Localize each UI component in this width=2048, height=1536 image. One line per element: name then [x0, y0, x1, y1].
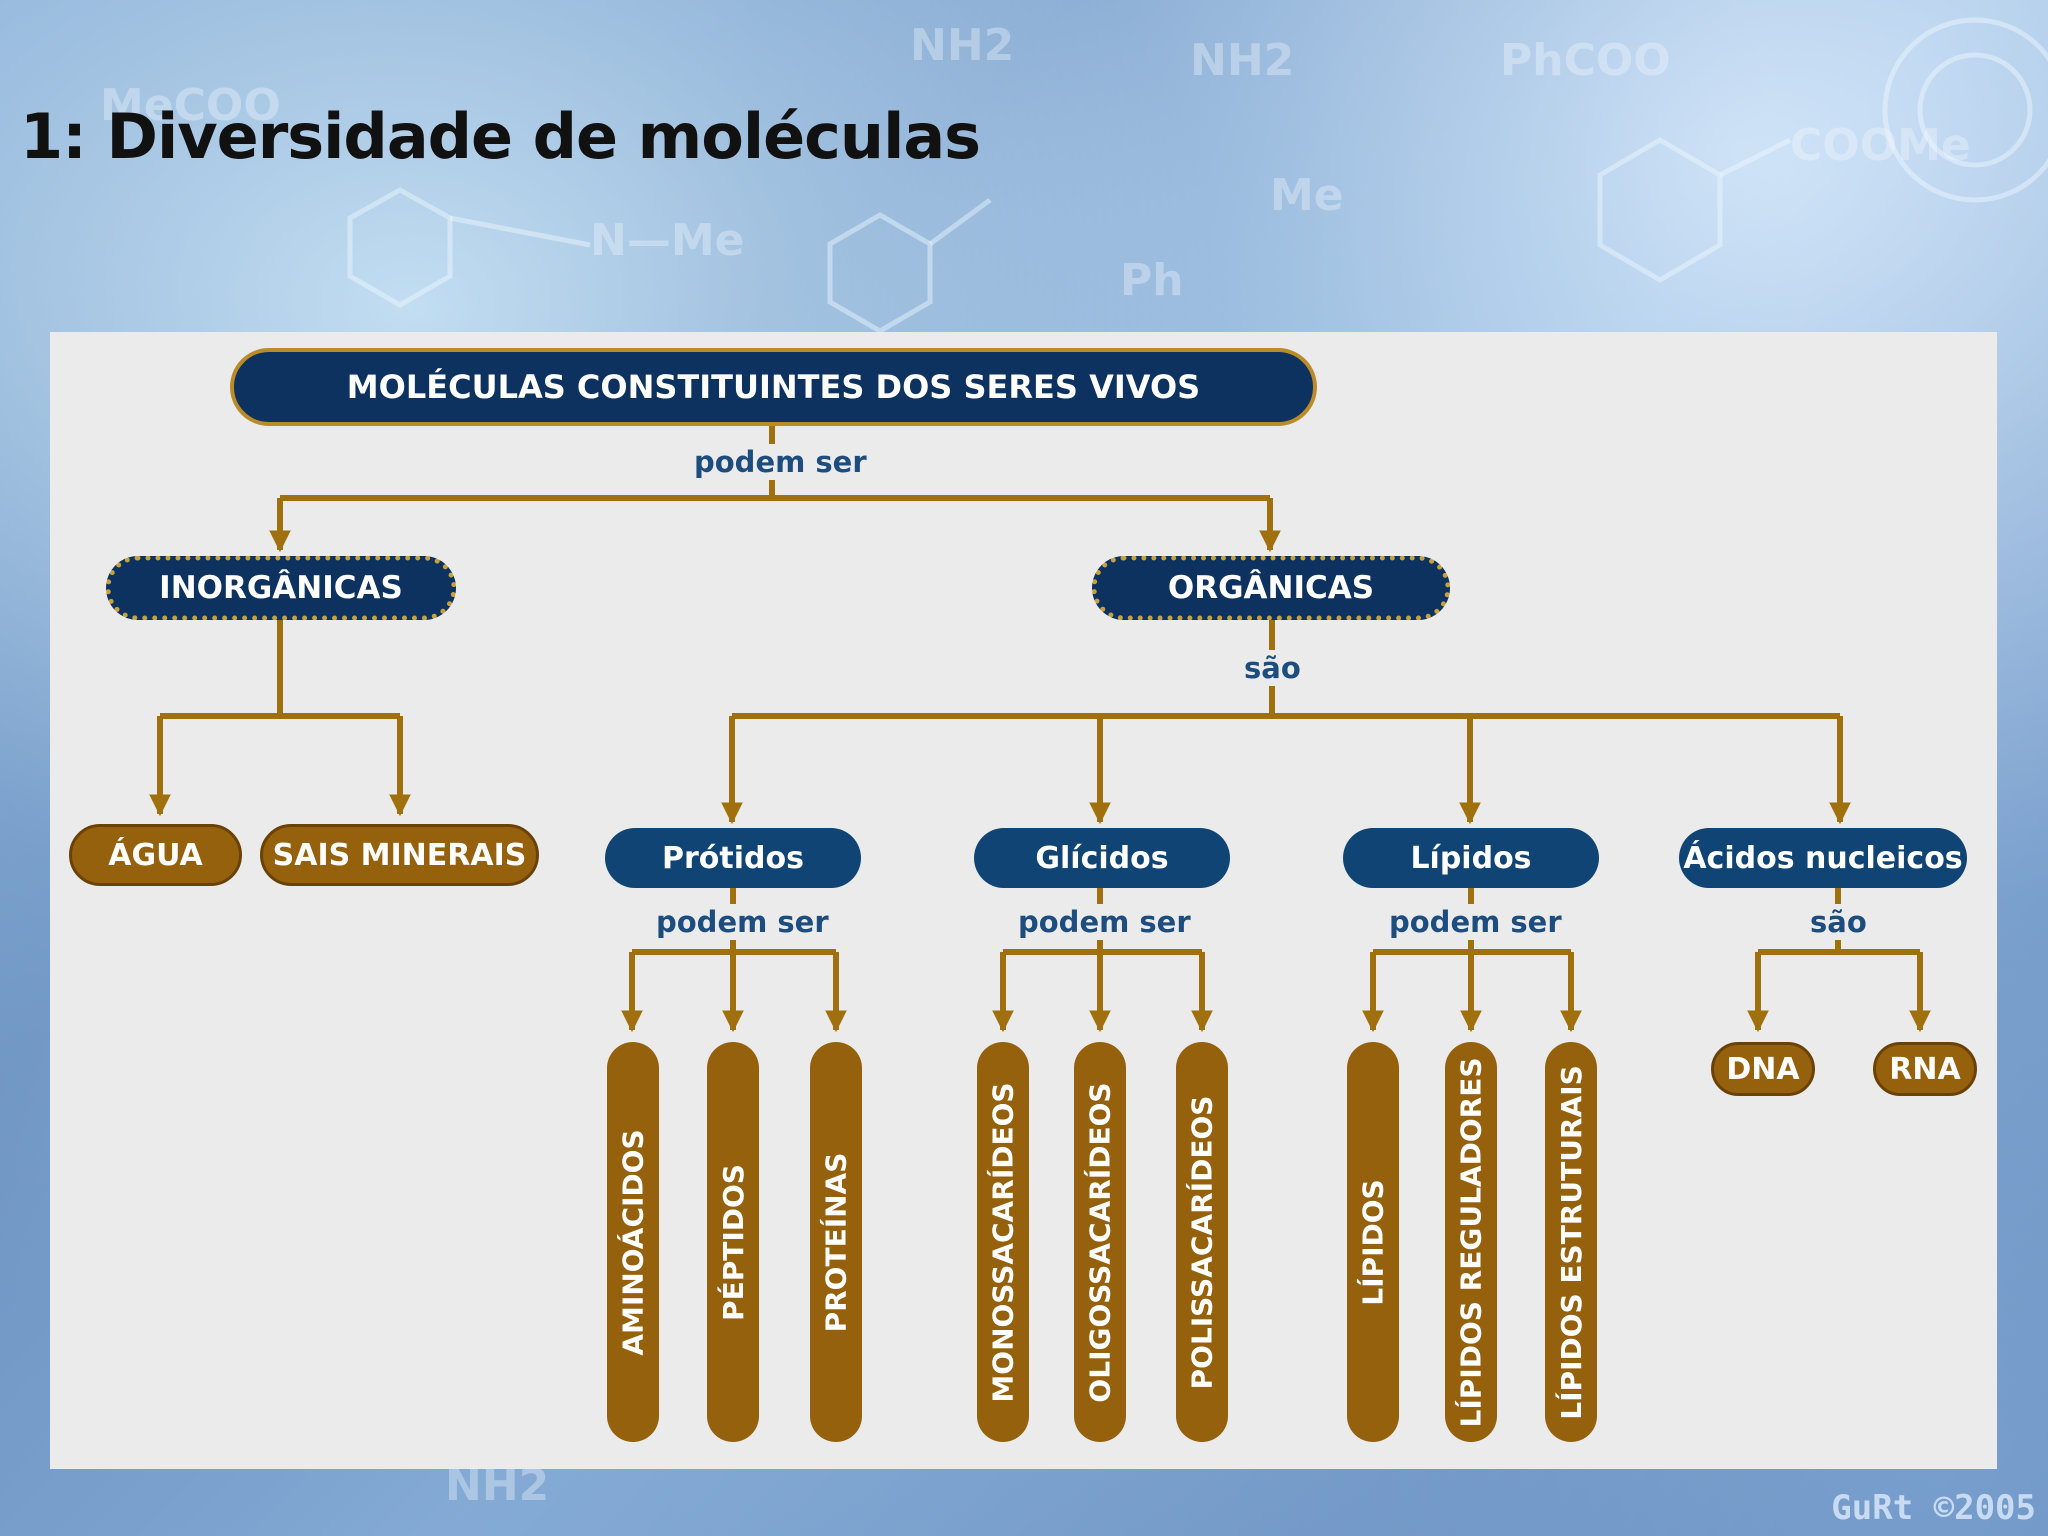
node-label: LÍPIDOS REGULADORES	[1454, 1057, 1488, 1427]
bg-formula-text: NH2	[910, 20, 1014, 71]
node-protidos: Prótidos	[605, 828, 861, 888]
node-glicidos: Glícidos	[974, 828, 1230, 888]
root-node: MOLÉCULAS CONSTITUINTES DOS SERES VIVOS	[230, 348, 1317, 426]
node-organicas: ORGÂNICAS	[1092, 556, 1450, 620]
link-label-protidos: podem ser	[650, 904, 835, 940]
node-acidos-nucleicos: Ácidos nucleicos	[1679, 828, 1967, 888]
bg-formula-text: NH2	[1190, 35, 1294, 86]
node-label: PROTEÍNAS	[819, 1152, 853, 1332]
node-rna: RNA	[1873, 1042, 1977, 1096]
node-label: LÍPIDOS	[1356, 1178, 1390, 1306]
node-label: MONOSSACARÍDEOS	[986, 1081, 1020, 1403]
node-peptidos: PÉPTIDOS	[707, 1042, 759, 1442]
bg-formula-text: Me	[1270, 170, 1344, 221]
node-lipidos: LÍPIDOS	[1347, 1042, 1399, 1442]
node-label: LÍPIDOS ESTRUTURAIS	[1554, 1064, 1588, 1420]
link-label-glicidos: podem ser	[1012, 904, 1197, 940]
node-dna: DNA	[1711, 1042, 1815, 1096]
credit-watermark: GuRt ©2005	[1831, 1488, 2036, 1528]
node-proteinas: PROTEÍNAS	[810, 1042, 862, 1442]
node-label: AMINOÁCIDOS	[616, 1128, 650, 1356]
slide-title: 1: Diversidade de moléculas	[20, 100, 981, 173]
link-label-organicas: são	[1238, 650, 1307, 686]
bg-formula-text: N—Me	[590, 215, 744, 266]
node-monossacarideos: MONOSSACARÍDEOS	[977, 1042, 1029, 1442]
node-label: OLIGOSSACARÍDEOS	[1083, 1081, 1117, 1403]
node-inorganicas: INORGÂNICAS	[106, 556, 456, 620]
link-label-lipidos: podem ser	[1383, 904, 1568, 940]
node-agua: ÁGUA	[69, 824, 242, 886]
bg-formula-text: PhCOO	[1500, 35, 1671, 86]
bg-formula-text: Ph	[1120, 255, 1184, 306]
link-label-root: podem ser	[688, 444, 873, 480]
node-lipidos-reguladores: LÍPIDOS REGULADORES	[1445, 1042, 1497, 1442]
node-lipidos-group: Lípidos	[1343, 828, 1599, 888]
bg-formula-text: COOMe	[1790, 120, 1971, 171]
concept-map-panel: MOLÉCULAS CONSTITUINTES DOS SERES VIVOS …	[50, 332, 1997, 1469]
node-oligossacarideos: OLIGOSSACARÍDEOS	[1074, 1042, 1126, 1442]
bg-formula-text: MeCOO	[100, 80, 281, 131]
node-lipidos-estruturais: LÍPIDOS ESTRUTURAIS	[1545, 1042, 1597, 1442]
node-aminoacidos: AMINOÁCIDOS	[607, 1042, 659, 1442]
link-label-acidos: são	[1804, 904, 1873, 940]
connector-lines	[149, 426, 1931, 1033]
node-label: POLISSACARÍDEOS	[1185, 1095, 1219, 1389]
node-label: PÉPTIDOS	[716, 1163, 750, 1321]
node-sais-minerais: SAIS MINERAIS	[260, 824, 539, 886]
node-polissacarideos: POLISSACARÍDEOS	[1176, 1042, 1228, 1442]
